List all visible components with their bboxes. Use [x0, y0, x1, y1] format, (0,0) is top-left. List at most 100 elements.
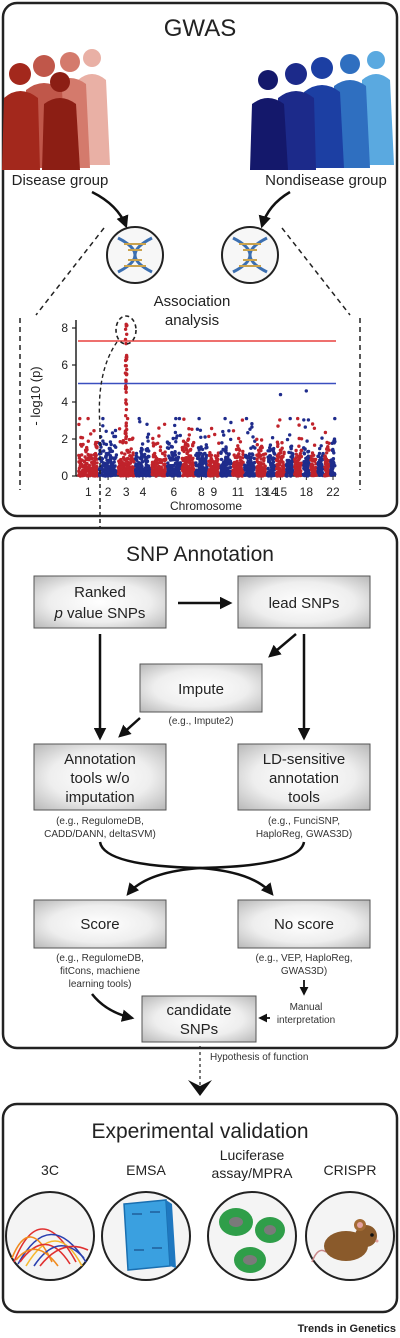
snp-point [104, 429, 108, 433]
snp-point [191, 464, 195, 469]
snp-point [144, 466, 148, 471]
snp-point [186, 443, 190, 447]
snp-point [271, 460, 276, 464]
nondisease-group-crowd-icon [250, 51, 394, 170]
snp-point [119, 465, 124, 469]
manual-line1: Manual [290, 1002, 323, 1013]
candidate-label-line1: candidate [166, 1002, 231, 1019]
snp-point [191, 456, 195, 460]
brand-footer: Trends in Genetics [298, 1323, 396, 1335]
snp-point [225, 462, 229, 466]
snp-point [120, 451, 124, 455]
snp-point [124, 407, 129, 412]
snp-point [236, 465, 240, 469]
snp-point [143, 452, 147, 457]
snp-point [147, 454, 151, 459]
ld-example-line1: (e.g., FunciSNP, [268, 816, 340, 827]
snp-point [304, 468, 309, 472]
snp-point [252, 456, 256, 461]
snp-point [87, 471, 91, 476]
snp-point [323, 430, 328, 435]
snp-point [200, 447, 205, 452]
snp-point [278, 418, 282, 422]
snp-point [235, 474, 239, 478]
snp-point [312, 468, 316, 472]
snp-point [282, 463, 286, 467]
impute-example: (e.g., Impute2) [168, 716, 233, 727]
crispr-mouse-icon [305, 1191, 395, 1281]
snp-point [293, 460, 297, 465]
snp-point [319, 463, 323, 467]
snp-point [228, 472, 232, 476]
lead-to-impute-arrow [268, 633, 297, 658]
snp-point [98, 466, 103, 470]
snp-point [202, 452, 206, 456]
snp-point [199, 435, 203, 439]
snp-point [124, 341, 128, 346]
snp-point [107, 465, 111, 469]
snp-point [187, 433, 191, 437]
snp-point [165, 473, 170, 477]
snp-point [113, 428, 118, 433]
snp-point [195, 451, 199, 456]
snp-point [201, 472, 205, 476]
manhattan-points [77, 322, 337, 478]
snp-point [259, 473, 263, 477]
x-tick-label: 2 [105, 485, 112, 499]
annotation-example-line2: CADD/DANN, deltaSVM) [44, 829, 156, 840]
snp-point [202, 468, 206, 473]
snp-point [275, 457, 280, 461]
snp-point [216, 462, 220, 467]
annotation-label-line1: Annotation [64, 751, 136, 768]
snp-point [146, 432, 151, 436]
snp-point [310, 463, 314, 467]
lead-label: lead SNPs [269, 595, 340, 612]
snp-point [214, 467, 218, 471]
snp-point [303, 463, 307, 467]
snp-point [100, 471, 104, 475]
snp-point [288, 461, 292, 466]
snp-point [223, 416, 227, 421]
snp-point [145, 422, 149, 426]
y-tick-label: 0 [61, 469, 68, 483]
snp-point [302, 466, 306, 471]
snp-point [163, 450, 167, 454]
y-tick-label: 8 [61, 321, 68, 335]
snp-point [124, 434, 129, 439]
snp-point [162, 463, 166, 467]
snp-point [92, 429, 96, 433]
ld-label-line1: LD-sensitive [263, 751, 346, 768]
snp-point [157, 434, 161, 438]
nondisease-to-dna-arrow [258, 190, 291, 229]
snp-point [113, 434, 118, 439]
x-tick-label: 9 [211, 485, 218, 499]
snp-point [140, 460, 145, 464]
snp-point [197, 472, 201, 477]
snp-point [124, 379, 128, 383]
annotation-label-line3: imputation [65, 789, 134, 806]
snp-point [156, 458, 160, 462]
snp-point [260, 445, 264, 450]
annotation-label-line2: tools w/o [70, 770, 129, 787]
snp-point [276, 444, 280, 449]
method-crispr-label: CRISPR [324, 1162, 377, 1178]
snp-point [137, 416, 141, 421]
snp-point [261, 462, 266, 466]
snp-point [318, 446, 322, 451]
snp-point [78, 416, 82, 421]
snp-point [124, 423, 128, 428]
snp-point [245, 464, 249, 468]
snp-point [276, 465, 280, 469]
snp-point [173, 423, 177, 428]
snp-point [219, 464, 223, 468]
snp-point [187, 427, 191, 431]
snp-point [259, 448, 263, 453]
snp-point [163, 453, 167, 458]
snp-point [323, 455, 327, 459]
snp-point [248, 427, 252, 431]
snp-annotation-panel: SNP Annotation Ranked p value SNPs lead … [1, 526, 399, 1050]
snp-point [302, 452, 307, 456]
experimental-panel: Experimental validation 3C EMSA Lucifera… [1, 1102, 399, 1314]
snp-point [207, 453, 212, 458]
snp-point [135, 455, 139, 459]
